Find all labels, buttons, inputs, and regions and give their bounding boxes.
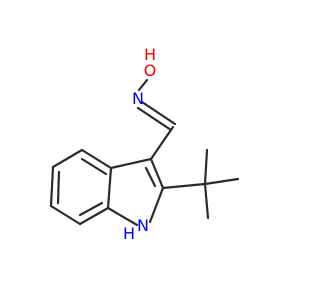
bond-cq-me2 (203, 177, 240, 186)
bond-benzene-inner-1 (80, 157, 108, 176)
bond-c3-c2 (149, 157, 165, 190)
bond-c3-c3a (109, 157, 153, 170)
atom-label-h-indole: H (123, 224, 135, 243)
bond-c3a-c7a (106, 166, 113, 210)
bond-n1-c7a (106, 206, 139, 227)
bond-ch-c3 (149, 125, 175, 161)
bond-lines (49, 78, 240, 227)
bond-c2-n1 (148, 186, 165, 224)
bond-c4-c5 (51, 148, 84, 169)
bond-c7-c7a (78, 206, 110, 226)
bond-n-ch-double-a (140, 100, 177, 126)
bond-benzene-inner-2 (56, 170, 61, 205)
molecule-structure-drawing: O H N N H (49, 45, 240, 243)
bond-c3a-c4 (80, 148, 113, 170)
atom-label-n-indole: N (137, 216, 149, 235)
atom-label-h-hydroxyl: H (144, 45, 156, 64)
bond-n-ch-double-b (136, 106, 173, 132)
hydroxyl-group: O H (144, 45, 157, 80)
atom-label-n-oxime: N (132, 89, 144, 108)
indole-nh-group: N H (123, 216, 149, 243)
bond-o-n (137, 78, 149, 92)
bond-cq-me3 (203, 182, 210, 220)
atom-label-o: O (144, 61, 157, 80)
bond-c2-cq (161, 182, 207, 190)
bond-cq-me1 (203, 148, 209, 186)
bond-c3-c2-inner (144, 166, 157, 188)
atom-labels: O H N N H (123, 45, 156, 243)
bond-c5-c6 (49, 165, 55, 208)
bond-c6-c7 (49, 204, 82, 226)
bond-benzene-inner-3 (78, 201, 104, 217)
